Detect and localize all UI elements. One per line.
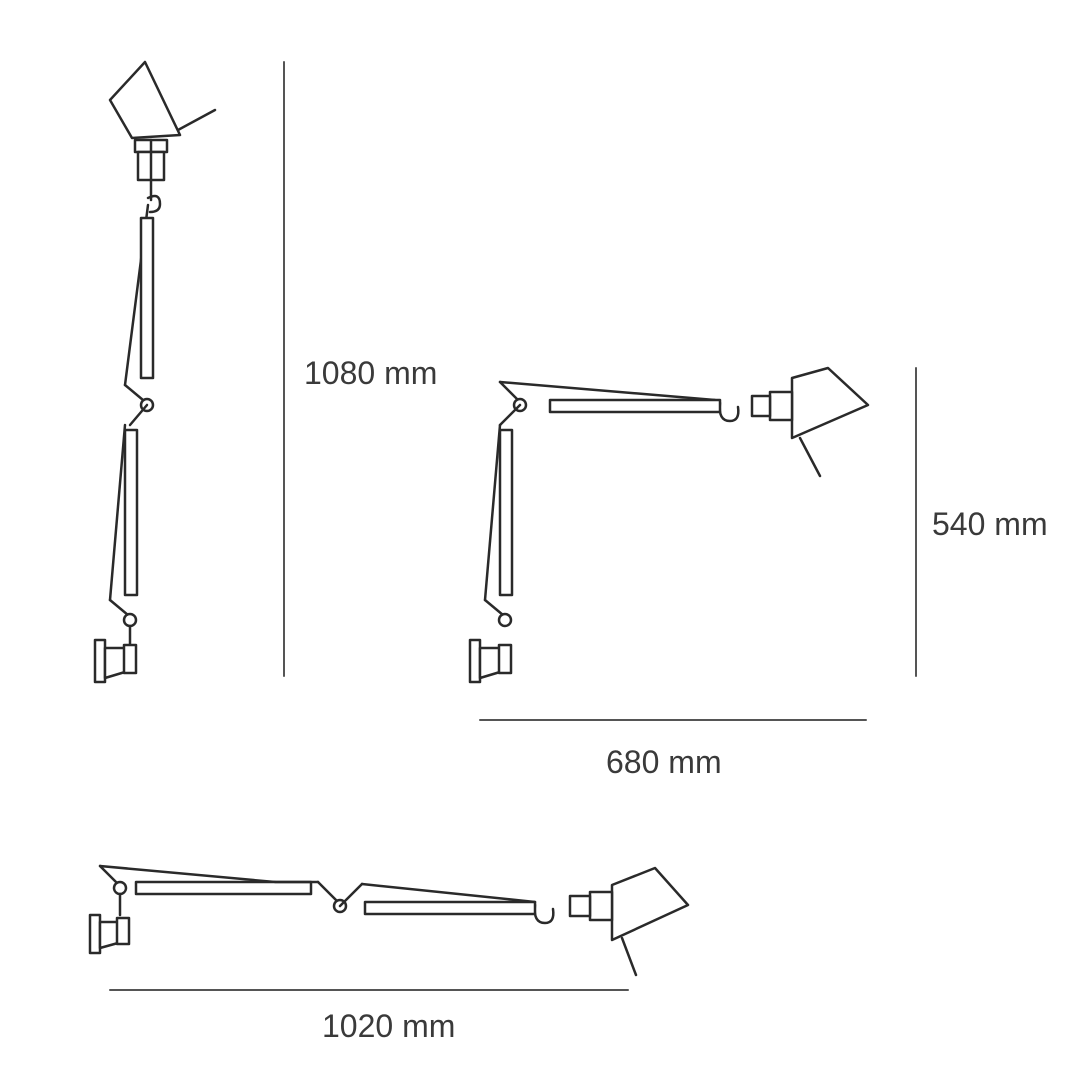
dimension-label-1080: 1080 mm xyxy=(304,355,438,391)
lamp-shade xyxy=(108,60,182,140)
dimension-label-540: 540 mm xyxy=(932,506,1048,542)
lamp-shade xyxy=(610,866,690,942)
lamp-vertical-view xyxy=(93,60,217,684)
lamp-horizontal-view xyxy=(88,864,690,977)
lamp-shade xyxy=(790,366,870,440)
dimension-label-680: 680 mm xyxy=(606,744,722,780)
dimension-label-1020: 1020 mm xyxy=(322,1008,456,1044)
lamp-right-angle-view xyxy=(468,366,870,684)
